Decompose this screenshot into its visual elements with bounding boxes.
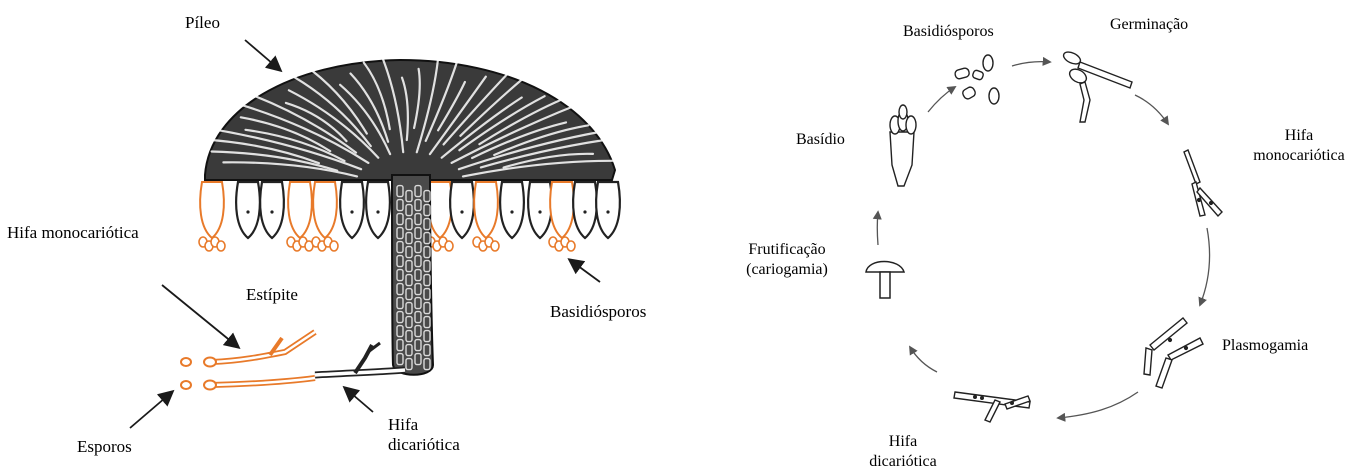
cycle-arrow-4 <box>1058 392 1138 418</box>
basidium-with-spores <box>199 182 225 251</box>
label-estipite: Estípite <box>246 285 298 305</box>
label-hifa-dicariotica-left: Hifa dicariótica <box>388 415 460 455</box>
spores <box>181 358 191 389</box>
label-hifa-dicariotica-cycle-line1: Hifa <box>858 432 948 452</box>
cycle-arrow-2 <box>1135 95 1168 124</box>
arrow-hifa-mono <box>162 285 238 347</box>
label-hifa-dicariotica-cycle: Hifa dicariótica <box>858 432 948 472</box>
arrow-basidiosporos <box>570 260 600 282</box>
stipe <box>392 175 433 375</box>
basidium <box>528 182 552 238</box>
label-hifa-monocariotica-cycle: Hifa monocariótica <box>1252 126 1346 166</box>
label-plasmogamia: Plasmogamia <box>1222 336 1308 356</box>
cycle-arrow-7 <box>928 87 955 112</box>
cycle-arrow-5 <box>910 347 937 372</box>
basidium <box>450 182 474 238</box>
label-hifa-dicariotica-cycle-line2: dicariótica <box>858 452 948 472</box>
pileus-cap <box>195 52 633 180</box>
label-basidiosporos-cycle: Basidiósporos <box>903 22 994 42</box>
arrow-pileo <box>245 40 280 70</box>
label-frutificacao-line2: (cariogamia) <box>732 260 842 280</box>
basidium <box>366 182 390 238</box>
basidium-icon <box>890 105 916 186</box>
basidium <box>340 182 364 238</box>
basidium-with-spores <box>549 182 575 251</box>
basidium <box>500 182 524 238</box>
germination-icon <box>1062 50 1132 122</box>
plasmogamy-icon <box>1144 318 1203 388</box>
label-hifa-monocariotica: Hifa monocariótica <box>7 223 139 243</box>
life-cycle-diagram <box>866 50 1222 422</box>
label-germinacao: Germinação <box>1110 15 1188 35</box>
label-hifa-dicariotica-left-line1: Hifa <box>388 415 460 435</box>
monokaryotic-hyphae <box>204 332 315 390</box>
cycle-arrow-6 <box>877 212 878 245</box>
dikaryotic-hypha <box>315 343 405 375</box>
label-basidio: Basídio <box>796 130 845 150</box>
mushroom-diagram <box>130 40 633 428</box>
cycle-arrow-1 <box>1012 62 1050 66</box>
label-frutificacao: Frutificação (cariogamia) <box>732 240 842 280</box>
basidium <box>260 182 284 238</box>
basidium-with-spores <box>473 182 499 251</box>
basidium-with-spores <box>312 182 338 251</box>
fruiting-body-icon <box>866 262 904 299</box>
label-basidiosporos-left: Basidiósporos <box>550 302 646 322</box>
basidium <box>236 182 260 238</box>
label-esporos: Esporos <box>77 437 132 457</box>
arrow-hifa-dic <box>345 388 373 412</box>
label-frutificacao-line1: Frutificação <box>732 240 842 260</box>
arrow-esporos <box>130 392 172 428</box>
basidium <box>573 182 597 238</box>
label-pileo: Píleo <box>185 13 220 33</box>
monokaryotic-hypha-icon <box>1184 150 1222 216</box>
label-hifa-dicariotica-left-line2: dicariótica <box>388 435 460 455</box>
basidiospores-icon <box>954 55 999 104</box>
basidium-with-spores <box>287 182 313 251</box>
cycle-arrow-3 <box>1200 228 1210 305</box>
basidium <box>596 182 620 238</box>
label-hifa-monocariotica-cycle-line1: Hifa <box>1252 126 1346 146</box>
dikaryotic-hypha-icon <box>954 392 1030 422</box>
label-hifa-monocariotica-cycle-line2: monocariótica <box>1252 146 1346 166</box>
